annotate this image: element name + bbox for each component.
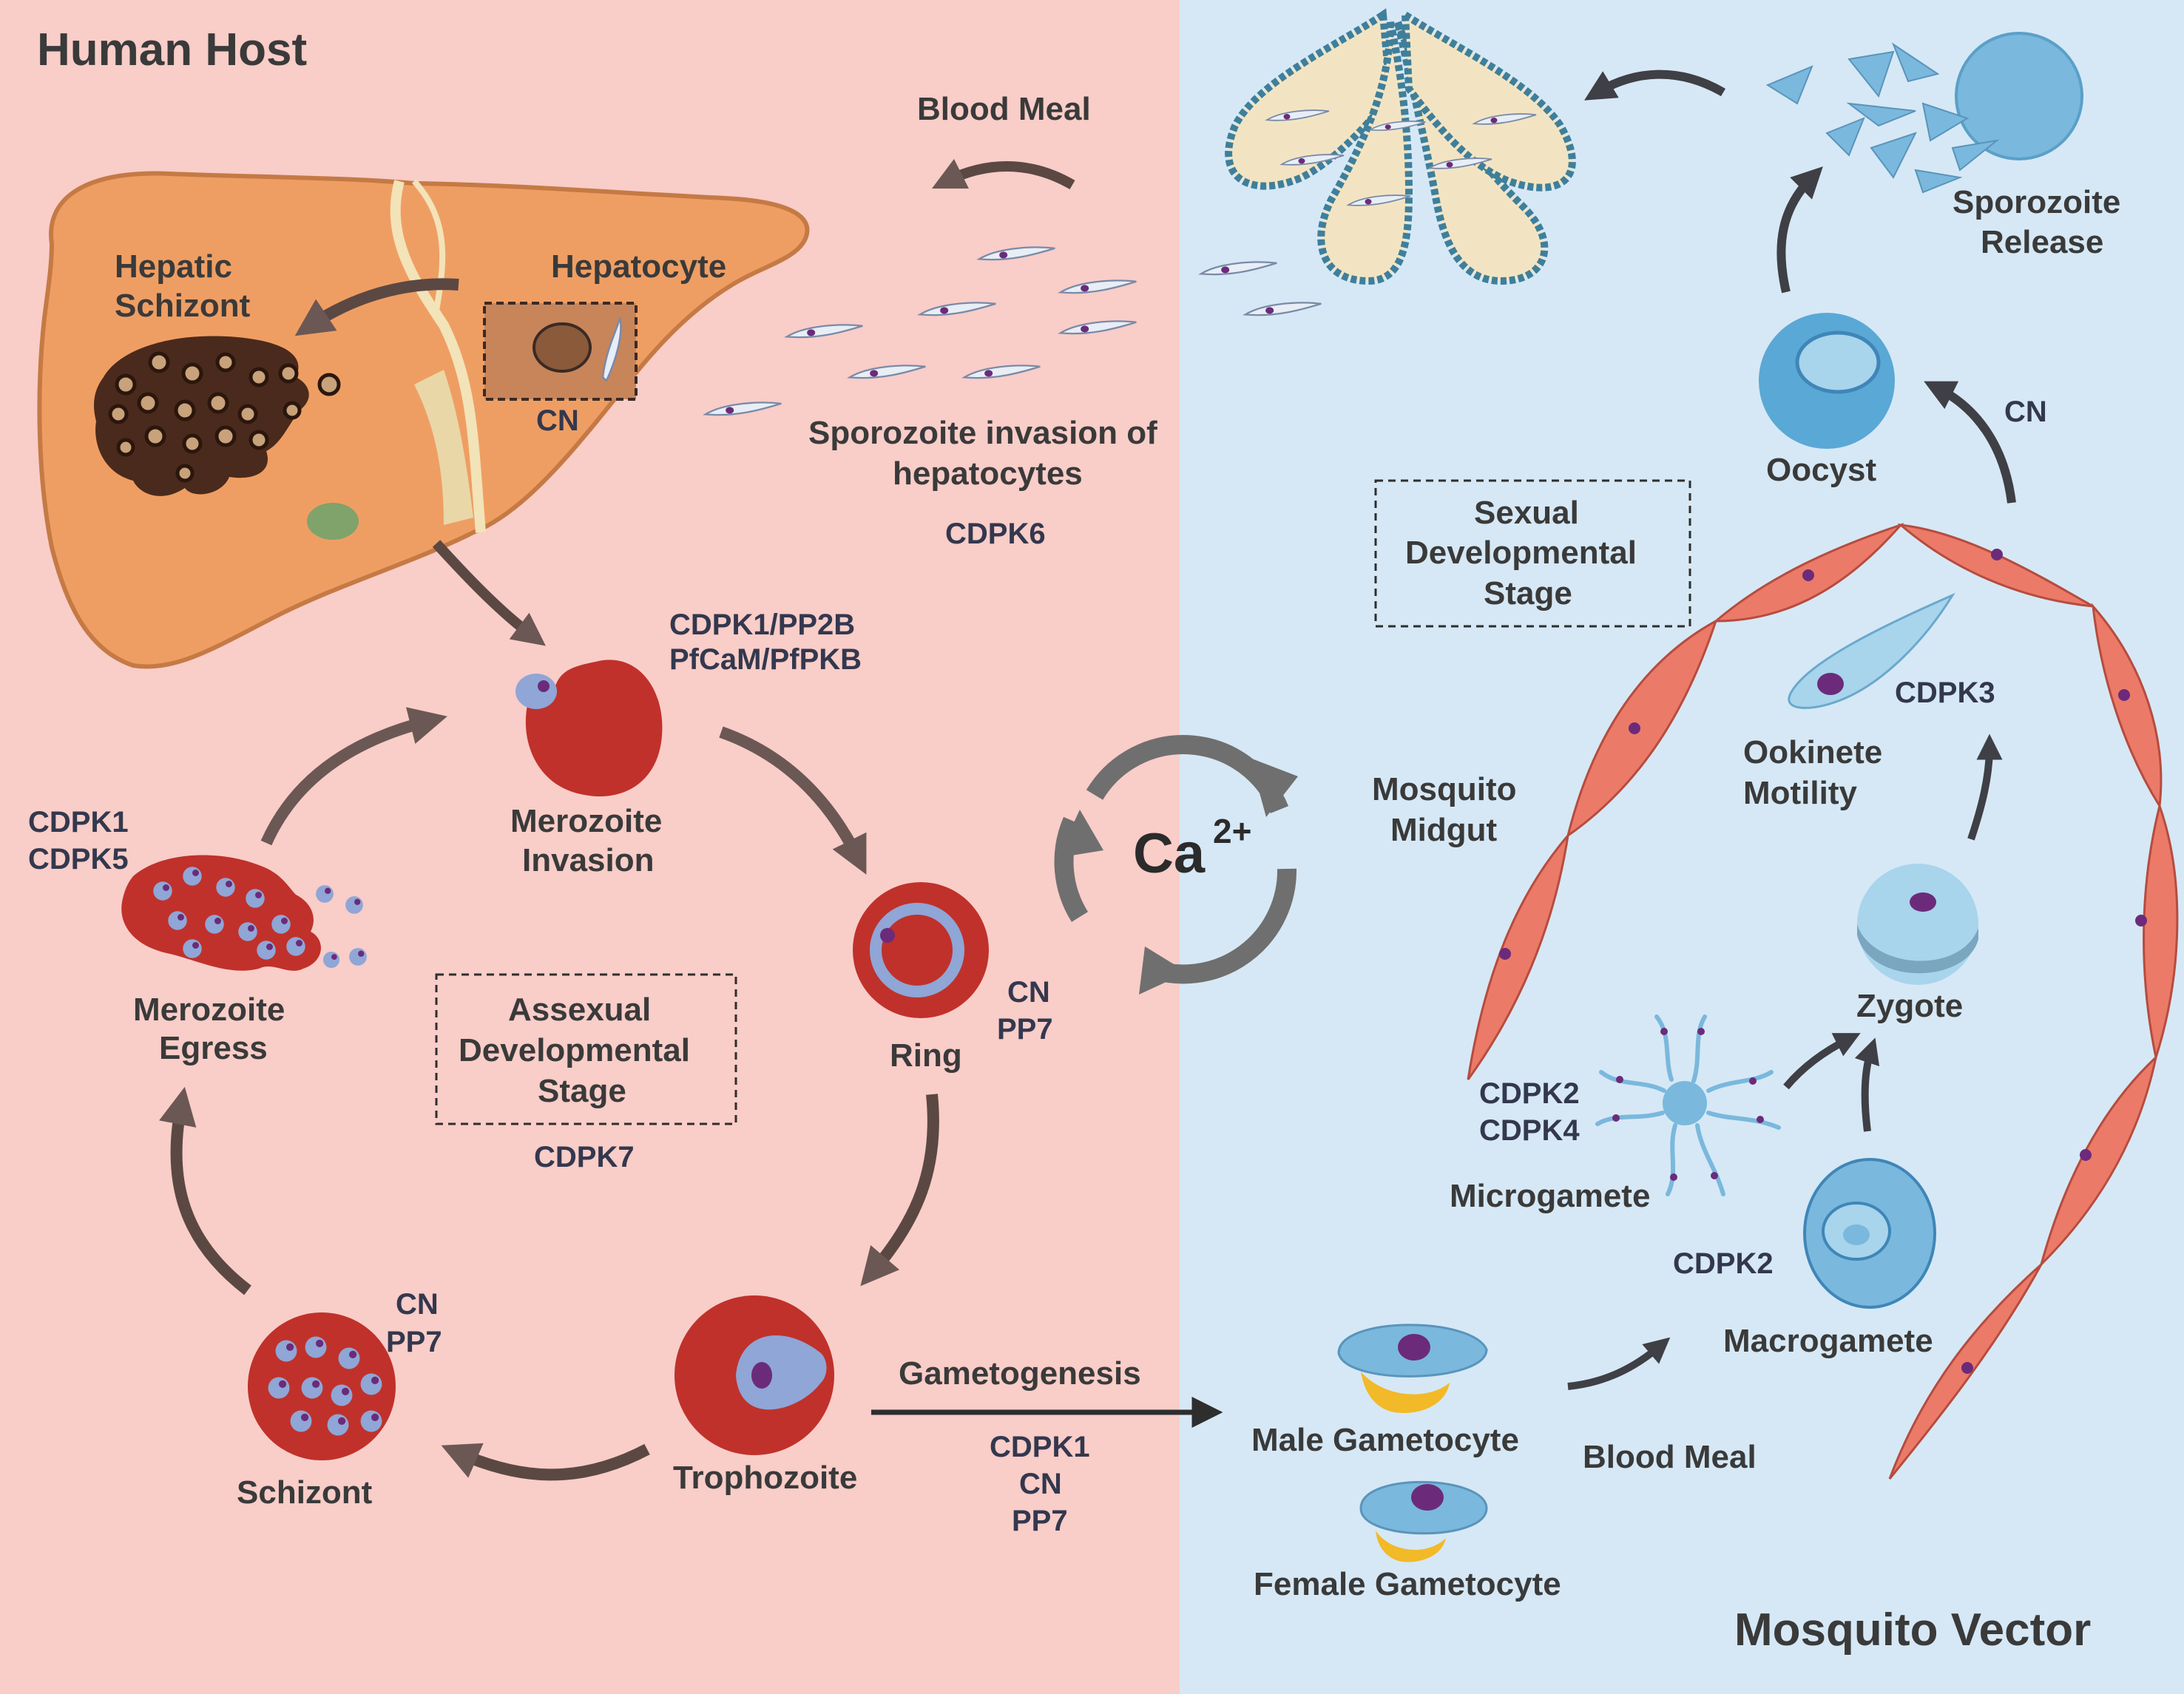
- arrow-macro-to-zygote: [1854, 1037, 1880, 1132]
- blood-meal-arrow-mosquito: [1567, 1337, 1671, 1390]
- macrogamete-enzyme: CDPK2: [1673, 1247, 1774, 1280]
- sporozoite-release-cluster: [1765, 32, 2083, 194]
- asexual-stage-box: [435, 973, 737, 1125]
- oocyst-cell: [1759, 313, 1895, 449]
- ookinete-cell: [1788, 592, 1955, 709]
- schizont-cell: [248, 1312, 396, 1460]
- midgut-nuclei: [1499, 549, 2147, 1374]
- sporozoite-invasion-enzyme: CDPK6: [945, 518, 1046, 550]
- zygote-cell: [1857, 864, 1978, 985]
- calcium-ring-arrowheads: [1058, 758, 1298, 995]
- calcium-ion-label: Ca: [1133, 822, 1206, 885]
- midgut-label-1: Mosquito: [1372, 771, 1517, 807]
- asexual-box-label-3: Stage: [538, 1073, 626, 1109]
- arrow-schizont-to-egress: [159, 1086, 251, 1295]
- gametogenesis-enzyme-1: CDPK1: [990, 1431, 1090, 1463]
- merozoite-invasion-enzyme-2: PfCaM/PfPKB: [669, 643, 862, 676]
- sexual-stage-box: [1374, 479, 1691, 628]
- merozoite-invasion-enzyme-1: CDPK1/PP2B: [669, 609, 855, 641]
- arrow-oocyst-to-release: [1776, 166, 1823, 294]
- human-host-title: Human Host: [37, 24, 307, 75]
- arrow-merozoite-to-ring: [719, 726, 867, 875]
- sexual-box-label-1: Sexual: [1474, 495, 1579, 531]
- sporozoite-release-label-2: Release: [1981, 224, 2103, 260]
- asexual-box-label-2: Developmental: [459, 1032, 690, 1068]
- arrow-egress-to-invasion: [260, 707, 447, 846]
- merozoite-egress-enzyme-1: CDPK1: [28, 806, 129, 838]
- merozoite-invasion-label-1: Merozoite: [510, 803, 662, 839]
- female-gametocyte-cell: [1359, 1480, 1488, 1562]
- arrow-micro-to-zygote: [1783, 1033, 1861, 1090]
- zygote-label: Zygote: [1856, 988, 1963, 1024]
- ookinete-label-2: Motility: [1743, 775, 1858, 811]
- asexual-box-label-1: Assexual: [508, 992, 651, 1028]
- liver-illustration: [37, 171, 810, 669]
- arrow-release-to-gland: [1583, 70, 1726, 101]
- midgut-label-2: Midgut: [1390, 812, 1498, 848]
- microgamete-nuclei: [1612, 1028, 1764, 1181]
- ookinete-label-1: Ookinete: [1743, 734, 1882, 770]
- sporozoite-release-label-1: Sporozoite: [1953, 184, 2120, 220]
- merozoite-egress-label-2: Egress: [159, 1030, 268, 1066]
- arrow-zygote-to-ookinete: [1967, 733, 2003, 841]
- merozoite-invasion-label-2: Invasion: [522, 842, 655, 878]
- calcium-charge-label: 2+: [1213, 812, 1251, 850]
- arrow-liver-to-merozoite: [432, 540, 546, 646]
- ring-label: Ring: [890, 1037, 962, 1074]
- blood-meal-arrow-human: [931, 158, 1075, 190]
- gametogenesis-enzyme-3: PP7: [1012, 1505, 1068, 1537]
- microgamete-label: Microgamete: [1450, 1178, 1650, 1214]
- male-gametocyte-label: Male Gametocyte: [1251, 1422, 1519, 1458]
- mosquito-vector-title: Mosquito Vector: [1734, 1605, 2091, 1656]
- ring-cell: [853, 882, 989, 1018]
- salivary-gland: [1225, 7, 1576, 285]
- ookinete-enzyme: CDPK3: [1895, 677, 1995, 709]
- male-gametocyte-cell: [1337, 1324, 1488, 1413]
- arrow-trophozoite-to-schizont: [441, 1443, 650, 1481]
- mosquito-vector-panel: [1180, 0, 2184, 1694]
- trophozoite-label: Trophozoite: [673, 1460, 857, 1496]
- oocyst-enzyme: CN: [2004, 396, 2047, 428]
- merozoite-egress-label-1: Merozoite: [133, 992, 285, 1028]
- gametogenesis-enzyme-2: CN: [1019, 1468, 1062, 1500]
- merozoite-invasion-cell: [515, 660, 663, 797]
- microgamete-enzyme-1: CDPK2: [1479, 1077, 1580, 1110]
- oocyst-label: Oocyst: [1766, 452, 1877, 488]
- hepatic-schizont-label-2: Schizont: [115, 288, 251, 324]
- microgamete-cell: [1595, 1014, 1781, 1196]
- merozoite-egress-cell: [121, 855, 367, 971]
- sporozoite-invasion-label-1: Sporozoite invasion of: [808, 415, 1157, 451]
- macrogamete-label: Macrogamete: [1723, 1323, 1933, 1359]
- arrow-midgut-to-oocyst: [1924, 381, 2016, 504]
- hepatic-schizont-label-1: Hepatic: [115, 248, 232, 285]
- gallbladder: [307, 503, 359, 540]
- blood-meal-label-mosquito: Blood Meal: [1583, 1439, 1757, 1475]
- schizont-enzyme-1: CN: [396, 1288, 439, 1321]
- merozoite-egress-enzyme-2: CDPK5: [28, 843, 129, 875]
- hepatocyte-enzyme: CN: [536, 404, 579, 437]
- arrow-ring-to-trophozoite: [860, 1094, 939, 1287]
- macrogamete-cell: [1803, 1158, 1936, 1309]
- asexual-enzyme: CDPK7: [534, 1141, 635, 1173]
- ring-enzyme-1: CN: [1007, 976, 1050, 1009]
- ring-enzyme-2: PP7: [997, 1013, 1053, 1046]
- sexual-box-label-3: Stage: [1484, 575, 1572, 611]
- microgamete-enzyme-2: CDPK4: [1479, 1114, 1580, 1147]
- schizont-label: Schizont: [237, 1474, 373, 1511]
- blood-meal-label-human: Blood Meal: [917, 91, 1091, 127]
- hepatocyte-label: Hepatocyte: [551, 248, 726, 285]
- sporozoite-invasion-label-2: hepatocytes: [893, 455, 1083, 492]
- gametogenesis-label: Gametogenesis: [899, 1355, 1141, 1392]
- female-gametocyte-label: Female Gametocyte: [1254, 1566, 1561, 1602]
- schizont-enzyme-2: PP7: [386, 1326, 442, 1358]
- trophozoite-cell: [675, 1295, 834, 1455]
- sexual-box-label-2: Developmental: [1405, 535, 1637, 571]
